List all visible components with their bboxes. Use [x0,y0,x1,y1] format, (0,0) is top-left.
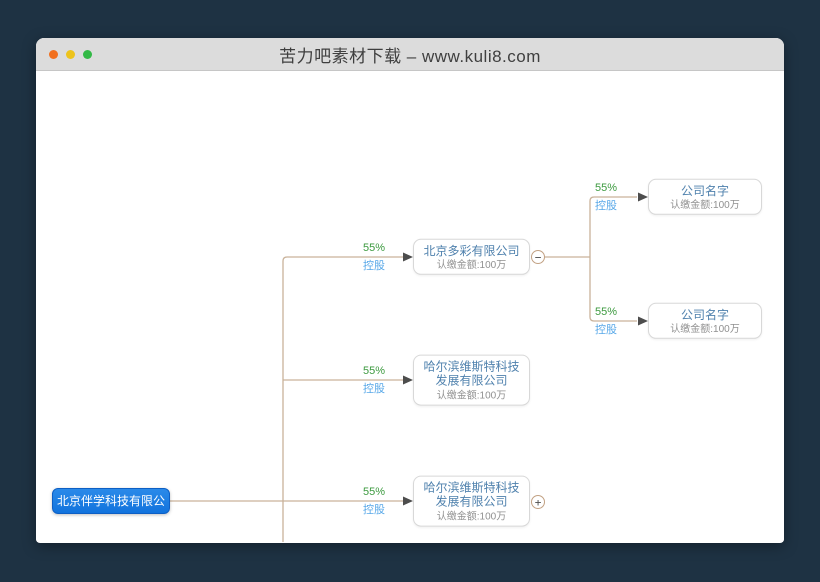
share-percent-label: 55% [362,486,386,498]
share-percent-label: 55% [594,306,618,318]
company-name: 哈尔滨维斯特科技发展有限公司 [423,359,520,388]
close-button[interactable] [49,50,58,59]
holding-type-label: 控股 [363,504,385,516]
edge-label: 55% 控股 [352,242,396,272]
company-amount: 认缴金额:100万 [670,200,740,212]
traffic-lights [49,38,92,71]
holding-type-label: 控股 [363,260,385,272]
company-node[interactable]: 北京多彩有限公司 认缴金额:100万 [413,238,530,276]
trunk-line [282,256,404,542]
company-name: 北京多彩有限公司 [423,243,520,258]
edge-label: 55% 控股 [352,365,396,395]
title-bar: 苦力吧素材下载 – www.kuli8.com [36,38,784,71]
connector-lines [170,192,648,542]
edge-label: 55% 控股 [584,182,628,212]
company-amount: 认缴金额:100万 [670,324,740,336]
company-amount: 认缴金额:100万 [436,390,507,402]
minimize-button[interactable] [66,50,75,59]
arrowhead-icon [403,496,413,506]
arrowhead-icon [638,316,648,326]
company-name: 哈尔滨维斯特科技发展有限公司 [423,480,520,509]
holding-type-label: 控股 [363,383,385,395]
company-node[interactable]: 哈尔滨维斯特科技发展有限公司 认缴金额:100万 [413,354,530,406]
company-amount: 认缴金额:100万 [436,511,507,523]
diagram-canvas: 北京伴学科技有限公司 北京多彩有限公司 认缴金额:100万 哈尔滨维斯特科技发展… [36,71,784,542]
share-percent-label: 55% [594,182,618,194]
edge-label: 55% 控股 [352,486,396,516]
company-amount: 认缴金额:100万 [436,260,507,272]
window-title: 苦力吧素材下载 – www.kuli8.com [279,46,541,66]
company-node[interactable]: 公司名字 认缴金额:100万 [648,178,762,216]
zoom-button[interactable] [83,50,92,59]
share-percent-label: 55% [362,365,386,377]
company-name: 公司名字 [680,183,729,198]
arrowhead-icon [403,375,413,385]
browser-window: 苦力吧素材下载 – www.kuli8.com 北京伴学科技有限公司 北京多彩有… [36,38,784,543]
share-percent-label: 55% [362,242,386,254]
expand-plus-circle-icon[interactable]: + [531,495,545,509]
company-node[interactable]: 公司名字 认缴金额:100万 [648,302,762,340]
subtree-bracket-line [589,196,637,322]
collapse-minus-circle-icon[interactable]: − [531,250,545,264]
edge-label: 55% 控股 [584,306,628,336]
root-company-node[interactable]: 北京伴学科技有限公司 [52,488,170,532]
holding-type-label: 控股 [595,200,617,212]
company-node[interactable]: 哈尔滨维斯特科技发展有限公司 认缴金额:100万 [413,475,530,527]
arrowhead-icon [403,252,413,262]
company-name: 公司名字 [680,307,729,322]
holding-type-label: 控股 [595,324,617,336]
arrowhead-icon [638,192,648,202]
